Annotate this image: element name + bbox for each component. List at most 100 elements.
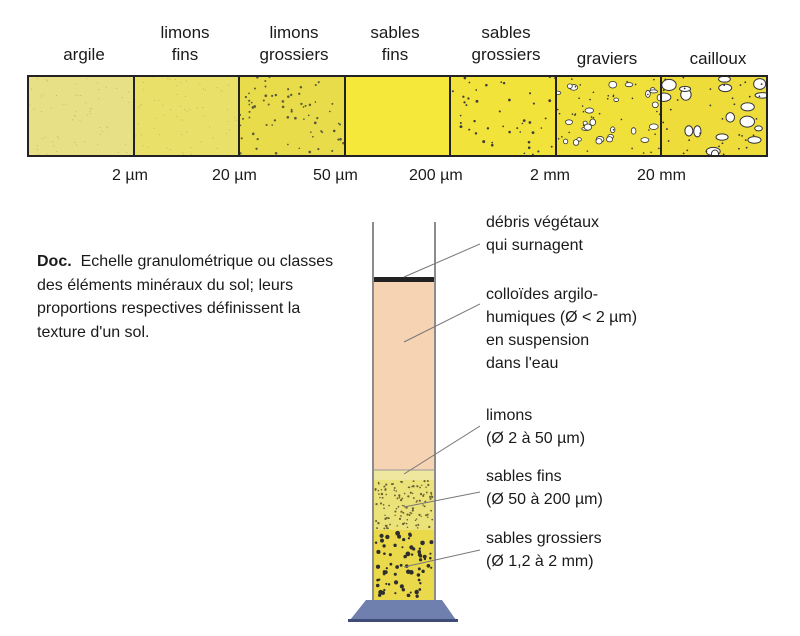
pebble <box>684 125 694 137</box>
swatch-grain-layer <box>452 77 555 155</box>
grain <box>418 547 422 550</box>
grain <box>390 483 394 486</box>
column-base <box>350 600 456 620</box>
grain <box>264 85 267 88</box>
grain <box>281 105 285 109</box>
grain <box>579 84 581 86</box>
grain <box>491 141 494 144</box>
grain <box>401 497 404 500</box>
grain <box>55 94 57 96</box>
grain <box>426 516 429 518</box>
grain <box>74 115 76 117</box>
pebble <box>640 137 650 143</box>
grain <box>406 593 411 598</box>
debris-layer <box>374 277 434 282</box>
grain <box>126 152 128 154</box>
layer-label-sables-grossiers: sables grossiers (Ø 1,2 à 2 mm) <box>486 530 602 570</box>
grain <box>670 108 673 111</box>
grain <box>519 131 522 133</box>
grain <box>417 550 422 554</box>
grain <box>374 489 377 492</box>
pebble <box>624 82 634 88</box>
grain <box>385 534 390 540</box>
grain <box>393 572 397 576</box>
grain <box>337 138 340 141</box>
grain <box>308 114 310 117</box>
grain <box>402 511 405 514</box>
grain <box>531 131 535 135</box>
grain <box>423 479 426 483</box>
swatch-limons-grossiers-texture <box>240 77 344 155</box>
grain <box>233 116 235 118</box>
grain <box>190 147 192 149</box>
swatch-fill <box>662 77 767 155</box>
grain <box>523 152 526 155</box>
grain <box>662 121 665 124</box>
grain <box>532 153 535 155</box>
grain <box>758 95 761 98</box>
grain <box>529 92 532 95</box>
pebble <box>662 92 672 102</box>
grain <box>648 129 650 131</box>
grain <box>42 93 44 95</box>
grain <box>74 94 76 96</box>
swatch-sables-grossiers-texture <box>451 77 555 155</box>
grain <box>658 113 661 116</box>
grain <box>423 505 426 508</box>
grain <box>169 109 171 111</box>
grain <box>528 121 532 124</box>
grain <box>117 152 119 154</box>
grain <box>382 572 386 576</box>
grain <box>267 103 270 106</box>
grain <box>139 105 141 107</box>
grain <box>36 145 38 147</box>
grain <box>384 524 387 527</box>
grain <box>655 110 658 113</box>
grain <box>290 110 293 113</box>
grain <box>44 136 46 138</box>
grain <box>201 107 203 109</box>
grain <box>475 99 479 103</box>
grain <box>677 99 680 101</box>
grain <box>548 99 552 103</box>
grain <box>521 122 524 125</box>
grain <box>402 538 406 542</box>
grain <box>568 131 570 134</box>
grain <box>374 541 378 544</box>
swatch-argile <box>29 77 135 155</box>
grain <box>380 538 384 543</box>
grain <box>405 569 411 574</box>
grain <box>462 95 465 98</box>
grain <box>740 84 742 87</box>
grain <box>86 114 88 116</box>
grain <box>418 588 422 591</box>
grain <box>281 100 285 103</box>
grain <box>75 83 77 85</box>
grain <box>271 94 274 98</box>
grain <box>274 151 278 155</box>
grain <box>46 79 48 81</box>
grain <box>709 88 712 91</box>
grain <box>383 552 386 555</box>
grain <box>134 135 136 137</box>
sables-fins-grains <box>374 479 434 530</box>
swatch-fill <box>240 77 344 155</box>
grain <box>41 138 43 140</box>
grain <box>406 526 409 528</box>
grain <box>418 558 423 562</box>
grain <box>409 591 412 594</box>
grain <box>183 108 185 110</box>
size-boundary-200um: 200 µm <box>409 167 463 184</box>
grain <box>264 79 267 82</box>
grain <box>612 94 615 97</box>
grain <box>422 554 427 559</box>
grain <box>416 499 418 502</box>
swatch-sables-fins-texture <box>345 77 450 155</box>
grain <box>410 512 413 515</box>
layer-label-colloides: colloïdes argilo- humiques (Ø < 2 µm) en… <box>486 286 638 372</box>
grain <box>412 485 415 488</box>
pebble <box>562 138 569 145</box>
grain <box>255 147 258 150</box>
grain <box>417 552 422 557</box>
swatch-grain-layer <box>240 77 344 155</box>
